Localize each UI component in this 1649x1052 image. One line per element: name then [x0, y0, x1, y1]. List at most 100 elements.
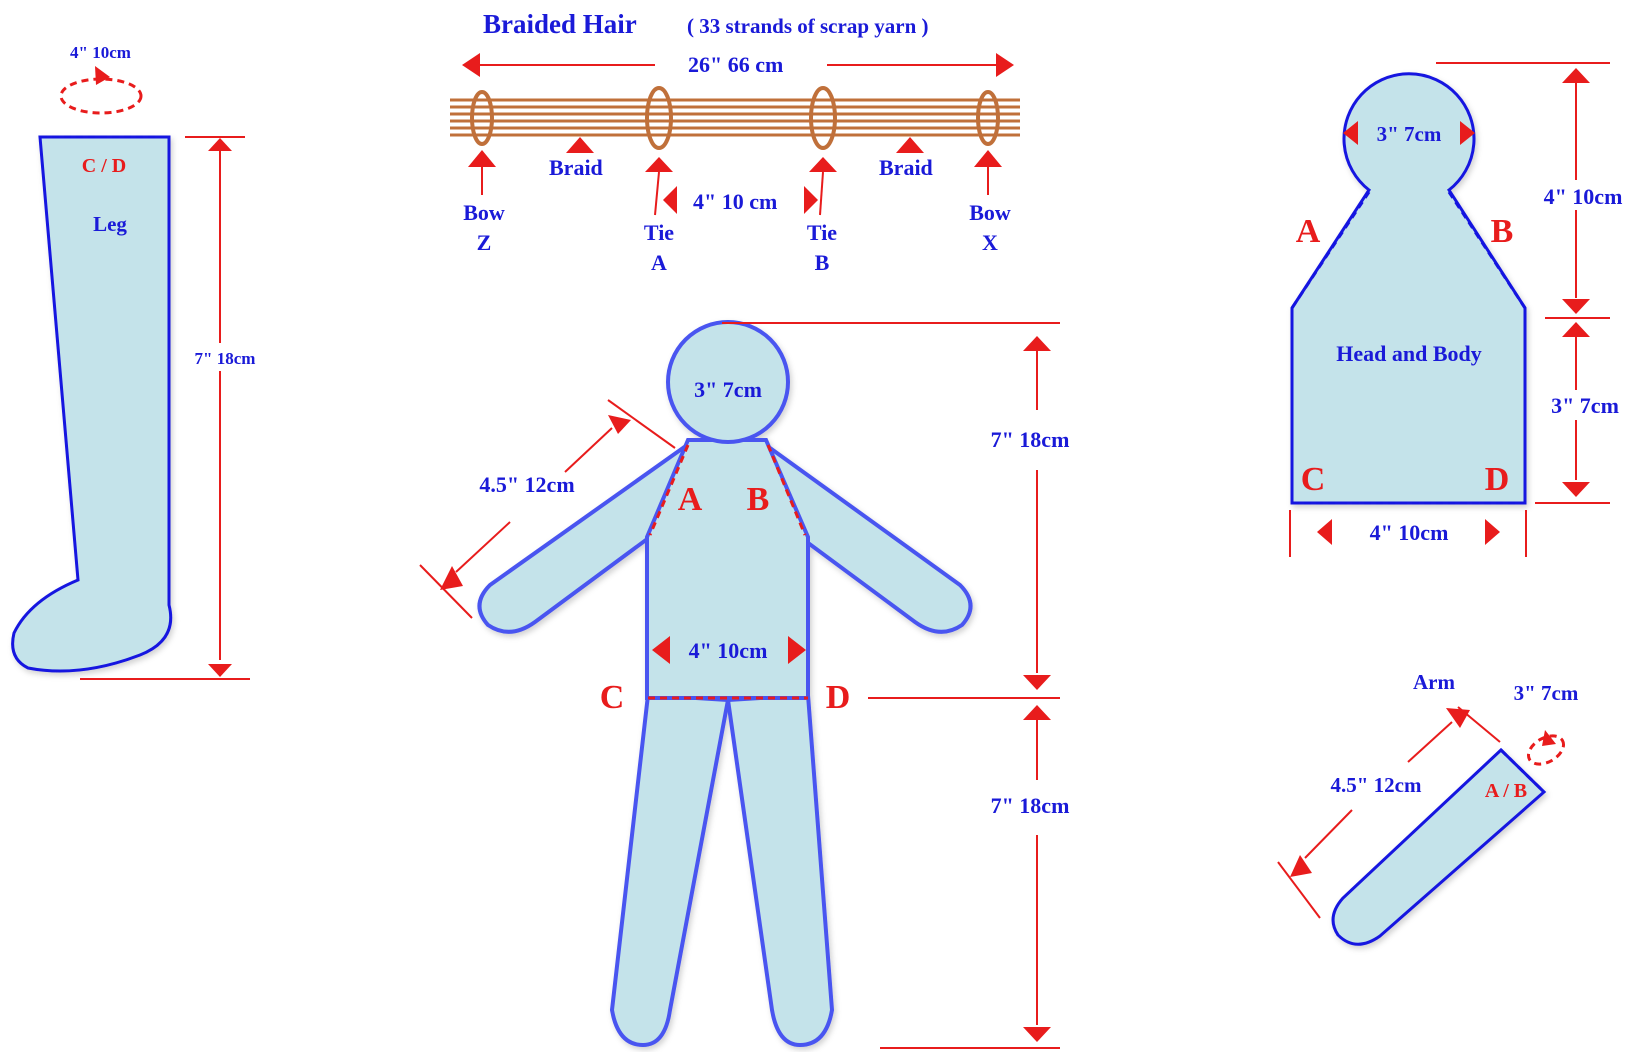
body-height-label-bg	[1538, 390, 1634, 420]
body-height-arrow-bottom	[1562, 482, 1590, 497]
head-body-pattern: 3" 7cm A B Head and Body C D 4" 10cm 3" …	[1289, 62, 1636, 557]
doll-left-leg	[609, 692, 731, 1048]
arm-dim-arrow-top	[1446, 708, 1470, 728]
hair-length-arrow-right	[996, 53, 1014, 77]
doll-right-leg	[725, 692, 835, 1048]
hair-subtitle: ( 33 strands of scrap yarn )	[687, 14, 929, 38]
leg-dim-label-bg	[184, 343, 264, 371]
leg-circumference-loop	[59, 77, 143, 115]
tie-b	[809, 86, 837, 150]
doll-arm-length-label: 4.5" 12cm	[479, 472, 574, 497]
arm-dim-arrow-bottom	[1290, 855, 1312, 877]
hair-title: Braided Hair	[483, 9, 637, 39]
head-height-arrow-bottom	[1562, 299, 1590, 314]
arm-circumference-label: 3" 7cm	[1514, 681, 1579, 705]
doll-point-c: C	[600, 679, 625, 716]
arm-dim-tick-bottom	[1277, 861, 1321, 919]
doll-seam-a	[648, 444, 690, 536]
tie-label-b: Tie	[807, 220, 837, 245]
doll-arm-dim-line-top	[564, 427, 613, 473]
body-height-label: 3" 7cm	[1551, 393, 1619, 418]
doll-point-b: B	[747, 481, 770, 518]
hair-pointers	[468, 137, 1002, 216]
leg-circumference-label: 4" 10cm	[70, 43, 131, 62]
head-height-label-bg	[1531, 180, 1636, 210]
arm-name: Arm	[1413, 670, 1455, 694]
doll-point-a: A	[678, 481, 703, 518]
arm-pattern: Arm 3" 7cm A / B 4.5" 12cm	[1277, 670, 1579, 946]
head-body-point-a: A	[1296, 213, 1321, 250]
head-width-arrow-left	[1343, 121, 1358, 145]
leg-join-label: C / D	[82, 155, 126, 177]
doll-figure: 3" 7cm A B C D 4" 10cm 4.5" 12cm 7" 18cm…	[419, 320, 1070, 1049]
doll-waist-arrow-left	[652, 636, 670, 664]
braid-label-left: Braid	[549, 155, 603, 180]
head-body-width-label: 4" 10cm	[1370, 520, 1449, 545]
body-height-arrow-top	[1562, 322, 1590, 337]
tie-a	[645, 86, 673, 150]
leg-dim-arrow-top	[208, 138, 232, 151]
braided-hair-section: Braided Hair ( 33 strands of scrap yarn …	[450, 9, 1020, 275]
tie-spacing-label: 4" 10 cm	[693, 189, 777, 214]
head-body-shape	[1290, 72, 1527, 505]
doll-lower-arrow-top	[1023, 705, 1051, 720]
arm-length-label: 4.5" 12cm	[1331, 773, 1422, 797]
head-body-width-arrow-left	[1317, 519, 1332, 545]
bow-tie-x	[976, 90, 1000, 146]
doll-arm-dim-arrow-top	[608, 415, 631, 434]
head-width-label: 3" 7cm	[1377, 122, 1442, 146]
doll-lower-arrow-bottom	[1023, 1027, 1051, 1042]
arm-seam-ab	[1499, 748, 1546, 794]
head-height-arrow-top	[1562, 68, 1590, 83]
head-body-name: Head and Body	[1336, 341, 1482, 366]
doll-arm-dim-arrow-bottom	[440, 566, 463, 590]
tie-letter-a: A	[651, 250, 667, 275]
arm-shape	[1331, 747, 1547, 946]
arm-circumference-loop	[1526, 734, 1566, 766]
doll-point-d: D	[826, 679, 851, 716]
doll-waist-arrow-right	[788, 636, 806, 664]
arm-dim-line-top	[1407, 721, 1453, 763]
tie-label-a: Tie	[644, 220, 674, 245]
head-height-label: 4" 10cm	[1544, 184, 1623, 209]
leg-shape	[11, 135, 173, 673]
doll-arm-dim-tick-top	[607, 399, 676, 449]
tie-spacing-arrow-left	[663, 186, 677, 214]
doll-right-arm	[747, 444, 973, 634]
head-body-width-arrow-right	[1485, 519, 1500, 545]
doll-upper-height-label: 7" 18cm	[991, 427, 1070, 452]
doll-waist-label: 4" 10cm	[689, 638, 768, 663]
doll-left-arm	[477, 444, 703, 634]
head-body-point-d: D	[1485, 461, 1510, 498]
tie-spacing-arrow-right	[804, 186, 818, 214]
braid-label-right: Braid	[879, 155, 933, 180]
arm-join-label: A / B	[1485, 780, 1527, 802]
arm-dim-line-bottom	[1304, 809, 1353, 859]
bow-label-right: Bow	[969, 200, 1011, 225]
leg-dim-arrow-bottom	[208, 664, 232, 677]
hair-length-arrow-left	[462, 53, 480, 77]
bow-letter-x: X	[982, 230, 998, 255]
doll-arm-dim-line-bottom	[455, 521, 511, 573]
doll-upper-arrow-bottom	[1023, 675, 1051, 690]
doll-lower-height-label: 7" 18cm	[991, 793, 1070, 818]
arm-circumference-arrow	[1542, 730, 1556, 746]
head-width-arrow-right	[1460, 121, 1475, 145]
bow-letter-z: Z	[477, 230, 492, 255]
leg-length-label: 7" 18cm	[195, 349, 256, 368]
bow-tie-z	[470, 90, 494, 146]
yarn-strands	[450, 98, 1020, 137]
head-body-point-b: B	[1491, 213, 1514, 250]
tie-letter-b: B	[815, 250, 830, 275]
leg-pattern: 4" 10cm C / D Leg 7" 18cm	[11, 43, 264, 680]
head-body-point-c: C	[1301, 461, 1326, 498]
doll-head-label: 3" 7cm	[694, 377, 762, 402]
doll-upper-arrow-top	[1023, 336, 1051, 351]
doll-arm-dim-tick-bottom	[419, 564, 473, 619]
bow-label-left: Bow	[463, 200, 505, 225]
leg-circumference-arrow	[95, 66, 110, 85]
leg-name: Leg	[93, 212, 127, 236]
doll-seam-b	[766, 444, 807, 536]
